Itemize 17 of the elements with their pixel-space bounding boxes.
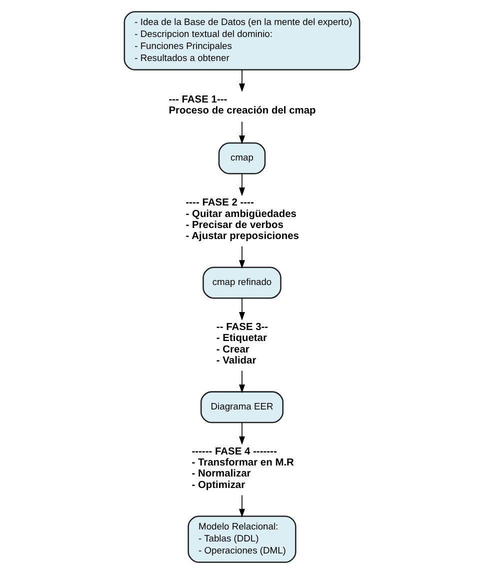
node-text: ------ FASE 4 ------- - Transformar en M.R - Normalizar - Optimizar — [191, 446, 294, 491]
arrow — [238, 422, 244, 445]
arrow — [238, 298, 244, 320]
node-text: -- FASE 3-- - Etiquetar - Crear - Validar — [216, 322, 268, 366]
arrow — [238, 246, 244, 269]
arrow — [238, 69, 244, 92]
node-text: --- FASE 1--- Proceso de creación del cmap — [168, 94, 316, 117]
arrow — [238, 370, 244, 394]
node-box: cmap — [218, 142, 266, 174]
node-box: Modelo Relacional: - Tablas (DDL) - Operaciones (DML) — [187, 516, 296, 563]
arrow — [238, 494, 244, 518]
node-text: ---- FASE 2 ---- - Quitar ambigüedades - Precisar de verbos - Ajustar preposiciones — [185, 198, 298, 242]
node-box: - Idea de la Base de Datos (en la mente del experto) - Descripcion textual del dominio: - Funciones Principales - Resultados a obtener — [123, 11, 360, 70]
arrow — [238, 121, 244, 144]
arrow — [238, 173, 244, 196]
node-box: Diagrama EER — [200, 391, 284, 424]
node-box: cmap refinado — [202, 266, 281, 299]
